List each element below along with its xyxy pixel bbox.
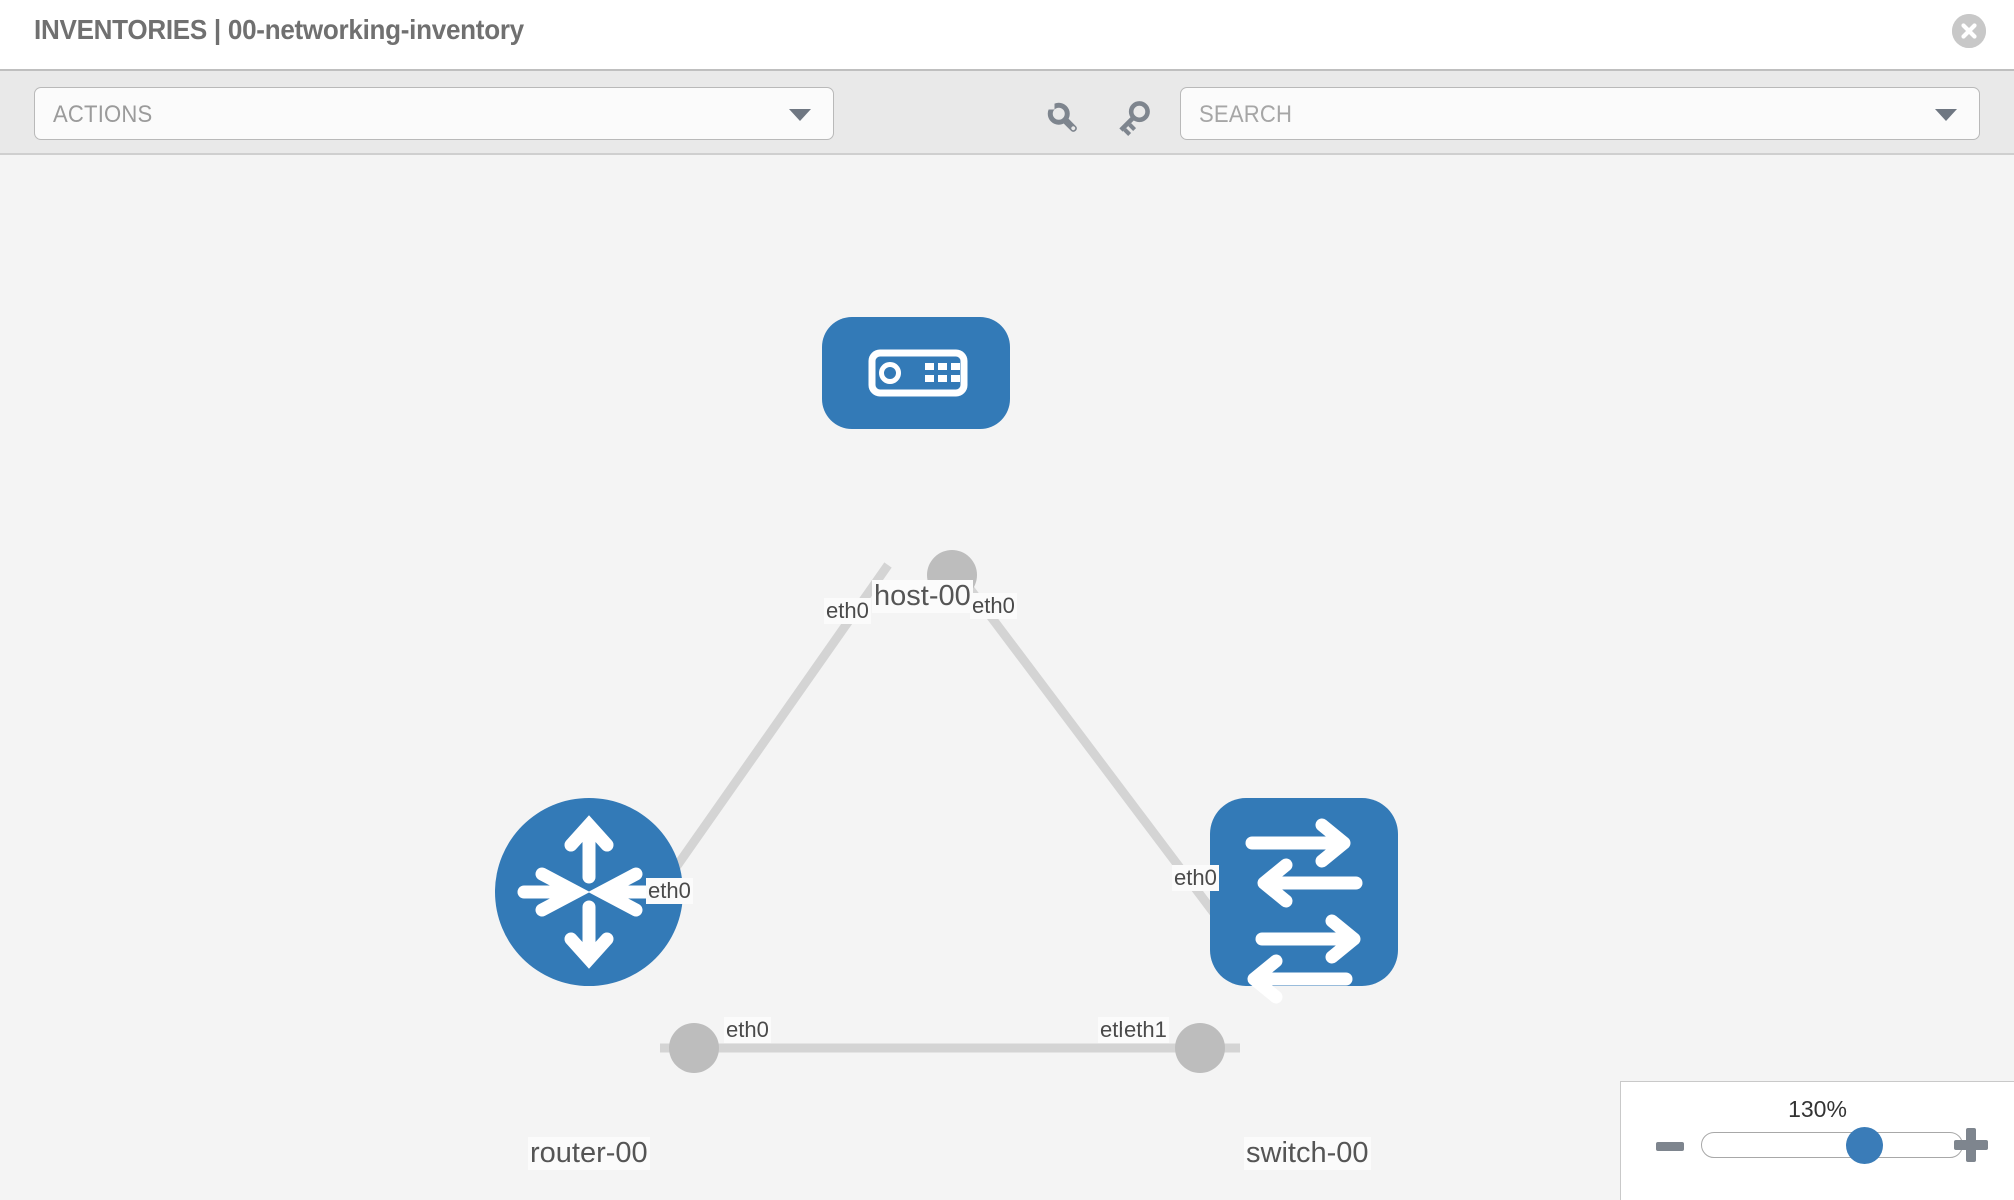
wrench-icon[interactable] — [1042, 97, 1084, 139]
zoom-level-value: 130% — [1788, 1096, 1847, 1122]
chevron-down-icon — [789, 109, 811, 121]
port-router-eth0-right[interactable] — [669, 1023, 719, 1073]
page-title: INVENTORIES | 00-networking-inventory — [34, 14, 524, 45]
actions-dropdown[interactable]: ACTIONS — [34, 87, 834, 140]
node-router-00[interactable] — [495, 798, 683, 986]
node-host-00[interactable] — [822, 317, 1010, 429]
zoom-slider-thumb[interactable] — [1846, 1127, 1883, 1164]
topology-canvas[interactable]: eth0 eth0 eth0 eth0 eth0 eth eth1 host-0… — [0, 155, 2014, 1200]
zoom-in-button[interactable] — [1954, 1128, 1988, 1162]
iface-label: eth0 — [824, 598, 871, 624]
node-label-host-00: host-00 — [872, 580, 973, 613]
topology-links — [621, 562, 1242, 1053]
zoom-control-panel: 130% — [1620, 1081, 2014, 1200]
topology-graph — [495, 317, 1398, 1073]
search-input[interactable]: SEARCH — [1180, 87, 1980, 140]
node-switch-00[interactable] — [1210, 798, 1398, 1004]
iface-label: eth0 — [1172, 865, 1219, 891]
iface-label: eth0 — [646, 878, 693, 904]
iface-label: eth0 — [970, 593, 1017, 619]
key-icon[interactable] — [1112, 97, 1154, 139]
page-header: INVENTORIES | 00-networking-inventory — [0, 0, 2014, 69]
search-placeholder: SEARCH — [1199, 101, 1293, 128]
toolbar: ACTIONS — [0, 69, 2014, 155]
node-label-switch-00: switch-00 — [1244, 1137, 1371, 1170]
close-icon[interactable] — [1952, 14, 1986, 48]
topology-ports — [669, 550, 1260, 1073]
actions-dropdown-label: ACTIONS — [53, 101, 153, 128]
iface-label: eth1 — [1122, 1017, 1169, 1043]
zoom-slider[interactable] — [1701, 1127, 1963, 1164]
iface-label: eth0 — [724, 1017, 771, 1043]
node-label-router-00: router-00 — [528, 1137, 650, 1170]
chevron-down-icon — [1935, 109, 1957, 121]
zoom-out-button[interactable] — [1656, 1133, 1684, 1161]
port-switch-eth1[interactable] — [1175, 1023, 1225, 1073]
